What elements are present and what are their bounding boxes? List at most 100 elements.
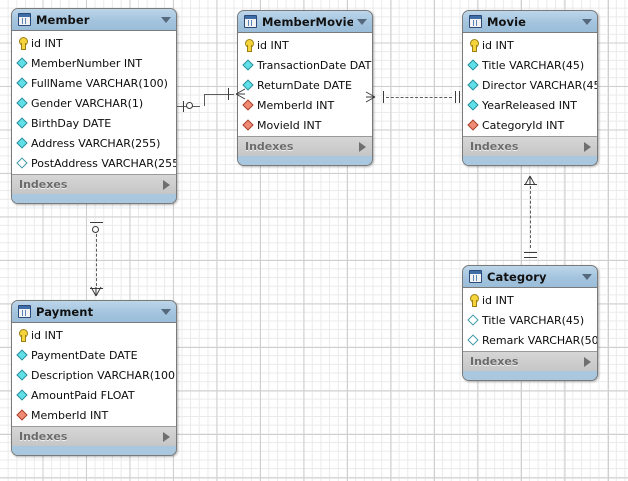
column-label: MemberId INT (257, 98, 335, 112)
column-row[interactable]: CategoryId INT (463, 115, 597, 135)
cardinality-bar (228, 88, 229, 100)
entity-header-movie[interactable]: Movie (463, 11, 597, 33)
entity-header-payment[interactable]: Payment (12, 301, 176, 323)
column-row[interactable]: PostAddress VARCHAR(255) (12, 153, 176, 173)
column-row[interactable]: Director VARCHAR(45) (463, 75, 597, 95)
chevron-down-icon[interactable] (357, 18, 367, 25)
key-icon (17, 37, 28, 50)
column-row[interactable]: Remark VARCHAR(500) (463, 330, 597, 350)
triangle-right-icon[interactable] (163, 431, 170, 442)
column-row[interactable]: YearReleased INT (463, 95, 597, 115)
table-icon (469, 270, 482, 283)
cardinality-bar (90, 288, 103, 289)
column-row[interactable]: Title VARCHAR(45) (463, 310, 597, 330)
column-label: Remark VARCHAR(500) (482, 333, 598, 347)
diamond-icon (16, 156, 28, 169)
diamond-icon (242, 118, 254, 131)
entity-member[interactable]: Member id INT MemberNumber INT FullName VAR… (11, 8, 177, 204)
triangle-right-icon[interactable] (359, 141, 366, 152)
key-icon (243, 39, 254, 52)
indexes-section-movie[interactable]: Indexes (463, 136, 597, 156)
chevron-down-icon[interactable] (582, 18, 592, 25)
column-row[interactable]: MemberNumber INT (12, 53, 176, 73)
chevron-down-icon[interactable] (161, 16, 171, 23)
column-row[interactable]: BirthDay DATE (12, 113, 176, 133)
indexes-section-membermovie[interactable]: Indexes (238, 136, 372, 156)
diamond-icon (16, 408, 28, 421)
column-row[interactable]: MemberId INT (238, 95, 372, 115)
column-row[interactable]: id INT (463, 35, 597, 55)
diamond-icon (467, 98, 479, 111)
cardinality-bar (183, 101, 184, 112)
diamond-icon (467, 58, 479, 71)
key-icon (468, 39, 479, 52)
cardinality-bar (455, 91, 456, 103)
column-label: id INT (482, 293, 514, 307)
diamond-icon (16, 348, 28, 361)
diamond-icon (16, 56, 28, 69)
cardinality-bar (90, 222, 103, 223)
column-row[interactable]: id INT (12, 325, 176, 345)
table-icon (18, 305, 31, 318)
cardinality-bar (524, 257, 537, 258)
column-row[interactable]: PaymentDate DATE (12, 345, 176, 365)
triangle-right-icon[interactable] (163, 179, 170, 190)
indexes-section-member[interactable]: Indexes (12, 174, 176, 194)
column-row[interactable]: Address VARCHAR(255) (12, 133, 176, 153)
column-row[interactable]: id INT (238, 35, 372, 55)
entity-header-member[interactable]: Member (12, 9, 176, 31)
column-row[interactable]: Title VARCHAR(45) (463, 55, 597, 75)
table-icon (469, 15, 482, 28)
column-label: MovieId INT (257, 118, 322, 132)
entity-title: Movie (487, 14, 527, 29)
entity-title: Member (36, 12, 90, 27)
column-row[interactable]: id INT (463, 290, 597, 310)
diamond-icon (16, 368, 28, 381)
diamond-icon (467, 313, 479, 326)
diamond-icon (467, 333, 479, 346)
indexes-section-category[interactable]: Indexes (463, 351, 597, 371)
column-label: PostAddress VARCHAR(255) (31, 156, 177, 170)
diamond-icon (16, 388, 28, 401)
column-row[interactable]: Gender VARCHAR(1) (12, 93, 176, 113)
cardinality-zero-circle (186, 102, 193, 109)
entity-footer (463, 156, 597, 165)
triangle-right-icon[interactable] (584, 141, 591, 152)
column-row[interactable]: Description VARCHAR(100) (12, 365, 176, 385)
indexes-label: Indexes (19, 178, 68, 191)
column-label: id INT (31, 328, 63, 342)
column-row[interactable]: AmountPaid FLOAT (12, 385, 176, 405)
column-row[interactable]: ReturnDate DATE (238, 75, 372, 95)
connector-segment (386, 97, 452, 98)
triangle-right-icon[interactable] (584, 356, 591, 367)
entity-header-category[interactable]: Category (463, 266, 597, 288)
connector-segment (96, 234, 97, 286)
column-row[interactable]: MemberId INT (12, 405, 176, 425)
chevron-down-icon[interactable] (161, 308, 171, 315)
cardinality-bar (524, 252, 537, 253)
column-row[interactable]: MovieId INT (238, 115, 372, 135)
cardinality-bar (524, 184, 537, 185)
cardinality-bar (459, 91, 460, 103)
entity-footer (238, 156, 372, 165)
indexes-label: Indexes (245, 140, 294, 153)
chevron-down-icon[interactable] (582, 273, 592, 280)
column-label: MemberNumber INT (31, 56, 143, 70)
column-row[interactable]: TransactionDate DATE (238, 55, 372, 75)
column-row[interactable]: id INT (12, 33, 176, 53)
connector-segment (204, 94, 234, 95)
entity-category[interactable]: Category id INT Title VARCHAR(45) Remark VA… (462, 265, 598, 381)
indexes-section-payment[interactable]: Indexes (12, 426, 176, 446)
entity-header-membermovie[interactable]: MemberMovie (238, 11, 372, 33)
connector-segment (530, 186, 531, 248)
column-row[interactable]: FullName VARCHAR(100) (12, 73, 176, 93)
column-label: id INT (31, 36, 63, 50)
entity-footer (12, 194, 176, 203)
